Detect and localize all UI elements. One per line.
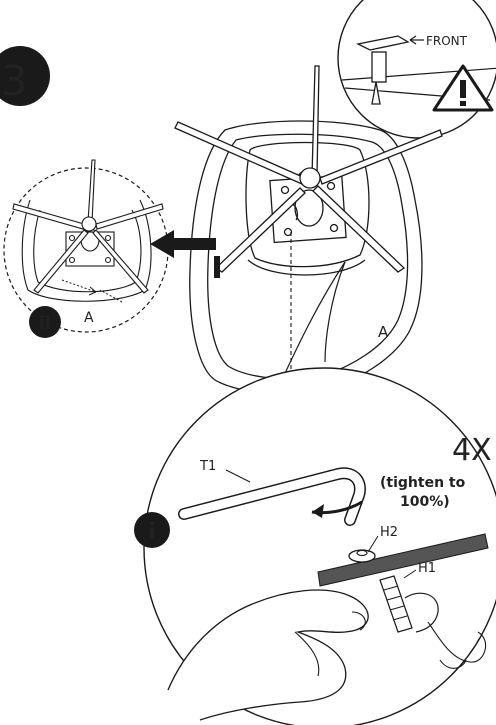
callout-i: i (134, 512, 170, 548)
callout-ii: ii (29, 306, 61, 338)
bolt-label: H1 (418, 561, 436, 576)
part-a-main-label: A (378, 323, 389, 341)
svg-text:i: i (148, 520, 156, 545)
connector-mark (214, 256, 220, 278)
step-number: 3 (1, 56, 28, 105)
part-a-detail-label: A (84, 310, 94, 326)
quantity-label: 4X (452, 433, 492, 468)
tighten-label-1: (tighten to (380, 475, 466, 491)
rotate-arrow-icon (311, 500, 363, 518)
chair-legs (174, 65, 443, 273)
step-badge: 3 (0, 46, 50, 106)
front-inset: FRONT (337, 0, 496, 139)
washer-label: H2 (380, 525, 398, 540)
svg-text:ii: ii (39, 313, 51, 334)
front-label: FRONT (426, 34, 468, 48)
detail-inset-left: A ii (3, 159, 169, 338)
tighten-label-2: 100%) (400, 494, 450, 510)
warning-triangle-icon (432, 64, 494, 112)
left-arrow-icon (150, 230, 216, 258)
tool-label: T1 (199, 459, 216, 474)
detail-inset-bottom: i T1 4X (tighten to 100%) H2 H1 (134, 367, 496, 725)
